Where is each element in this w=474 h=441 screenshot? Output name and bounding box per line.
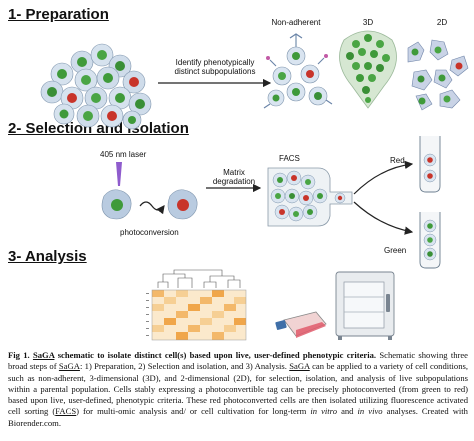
- caption-t11: analyses. Created with Biorender.com.: [8, 406, 468, 428]
- identify-label-line1: Identify phenotypically: [175, 58, 255, 67]
- caption-t6: FACS: [55, 406, 77, 417]
- 2d-cells: [407, 39, 469, 111]
- red-cell: [167, 189, 198, 220]
- caption-t8: in vitro: [310, 406, 338, 417]
- green-label: Green: [384, 246, 407, 255]
- matrix-label-line2: degradation: [212, 177, 256, 186]
- caption-fig-label: Fig 1.: [8, 350, 30, 360]
- non-adherent-cells: [263, 33, 333, 109]
- laser-label: 405 nm laser: [100, 150, 147, 159]
- condition-label-non-adherent: Non-adherent: [271, 18, 321, 27]
- green-tube: [419, 212, 441, 269]
- green-cell: [101, 189, 132, 220]
- schematic-figure: [40, 30, 469, 341]
- squiggle-arrow: [139, 201, 165, 215]
- red-tube: [419, 136, 441, 193]
- parental-cell-cluster: [40, 43, 152, 130]
- section-title-analysis: 3- Analysis: [8, 248, 87, 265]
- identify-label-line2: distinct subpopulations: [174, 67, 256, 76]
- 3d-spheroid: [339, 30, 397, 109]
- dendrogram: [157, 269, 241, 288]
- green-sort-arrow: [353, 201, 414, 235]
- incubator: [335, 271, 395, 340]
- caption-t2: SaGA: [58, 361, 80, 372]
- figure-caption: Fig 1. SaGA schematic to isolate distinc…: [8, 350, 468, 429]
- caption-title-rest: schematic to isolate distinct cell(s) ba…: [54, 350, 377, 360]
- laser-beam: [116, 162, 122, 186]
- caption-t1: Schematic showing three broad steps of: [8, 350, 468, 372]
- heatmap: [146, 289, 247, 341]
- condition-label-2d: 2D: [436, 18, 448, 27]
- caption-title-word: SaGA: [32, 350, 55, 360]
- section-title-selection: 2- Selection and isolation: [8, 120, 189, 137]
- culture-flask: [275, 311, 327, 338]
- matrix-label-line1: Matrix: [223, 168, 245, 177]
- caption-t3: : 1) Preparation, 2) Selection and isola…: [79, 361, 290, 372]
- facs-label: FACS: [279, 154, 300, 163]
- condition-label-3d: 3D: [362, 18, 374, 27]
- section-title-preparation: 1- Preparation: [8, 6, 109, 23]
- photoconversion-label: photoconversion: [120, 228, 179, 237]
- caption-t9: and: [337, 406, 358, 417]
- facs-sorter: [267, 167, 353, 227]
- caption-t5: can be applied to a variety of cell cond…: [8, 361, 468, 417]
- red-sort-arrow: [353, 160, 414, 195]
- red-label: Red: [390, 156, 405, 165]
- caption-t7: ) for multi-omic analysis and/ or cell c…: [76, 406, 311, 417]
- caption-t10: in vivo: [357, 406, 383, 417]
- caption-t4: SaGA: [289, 361, 310, 372]
